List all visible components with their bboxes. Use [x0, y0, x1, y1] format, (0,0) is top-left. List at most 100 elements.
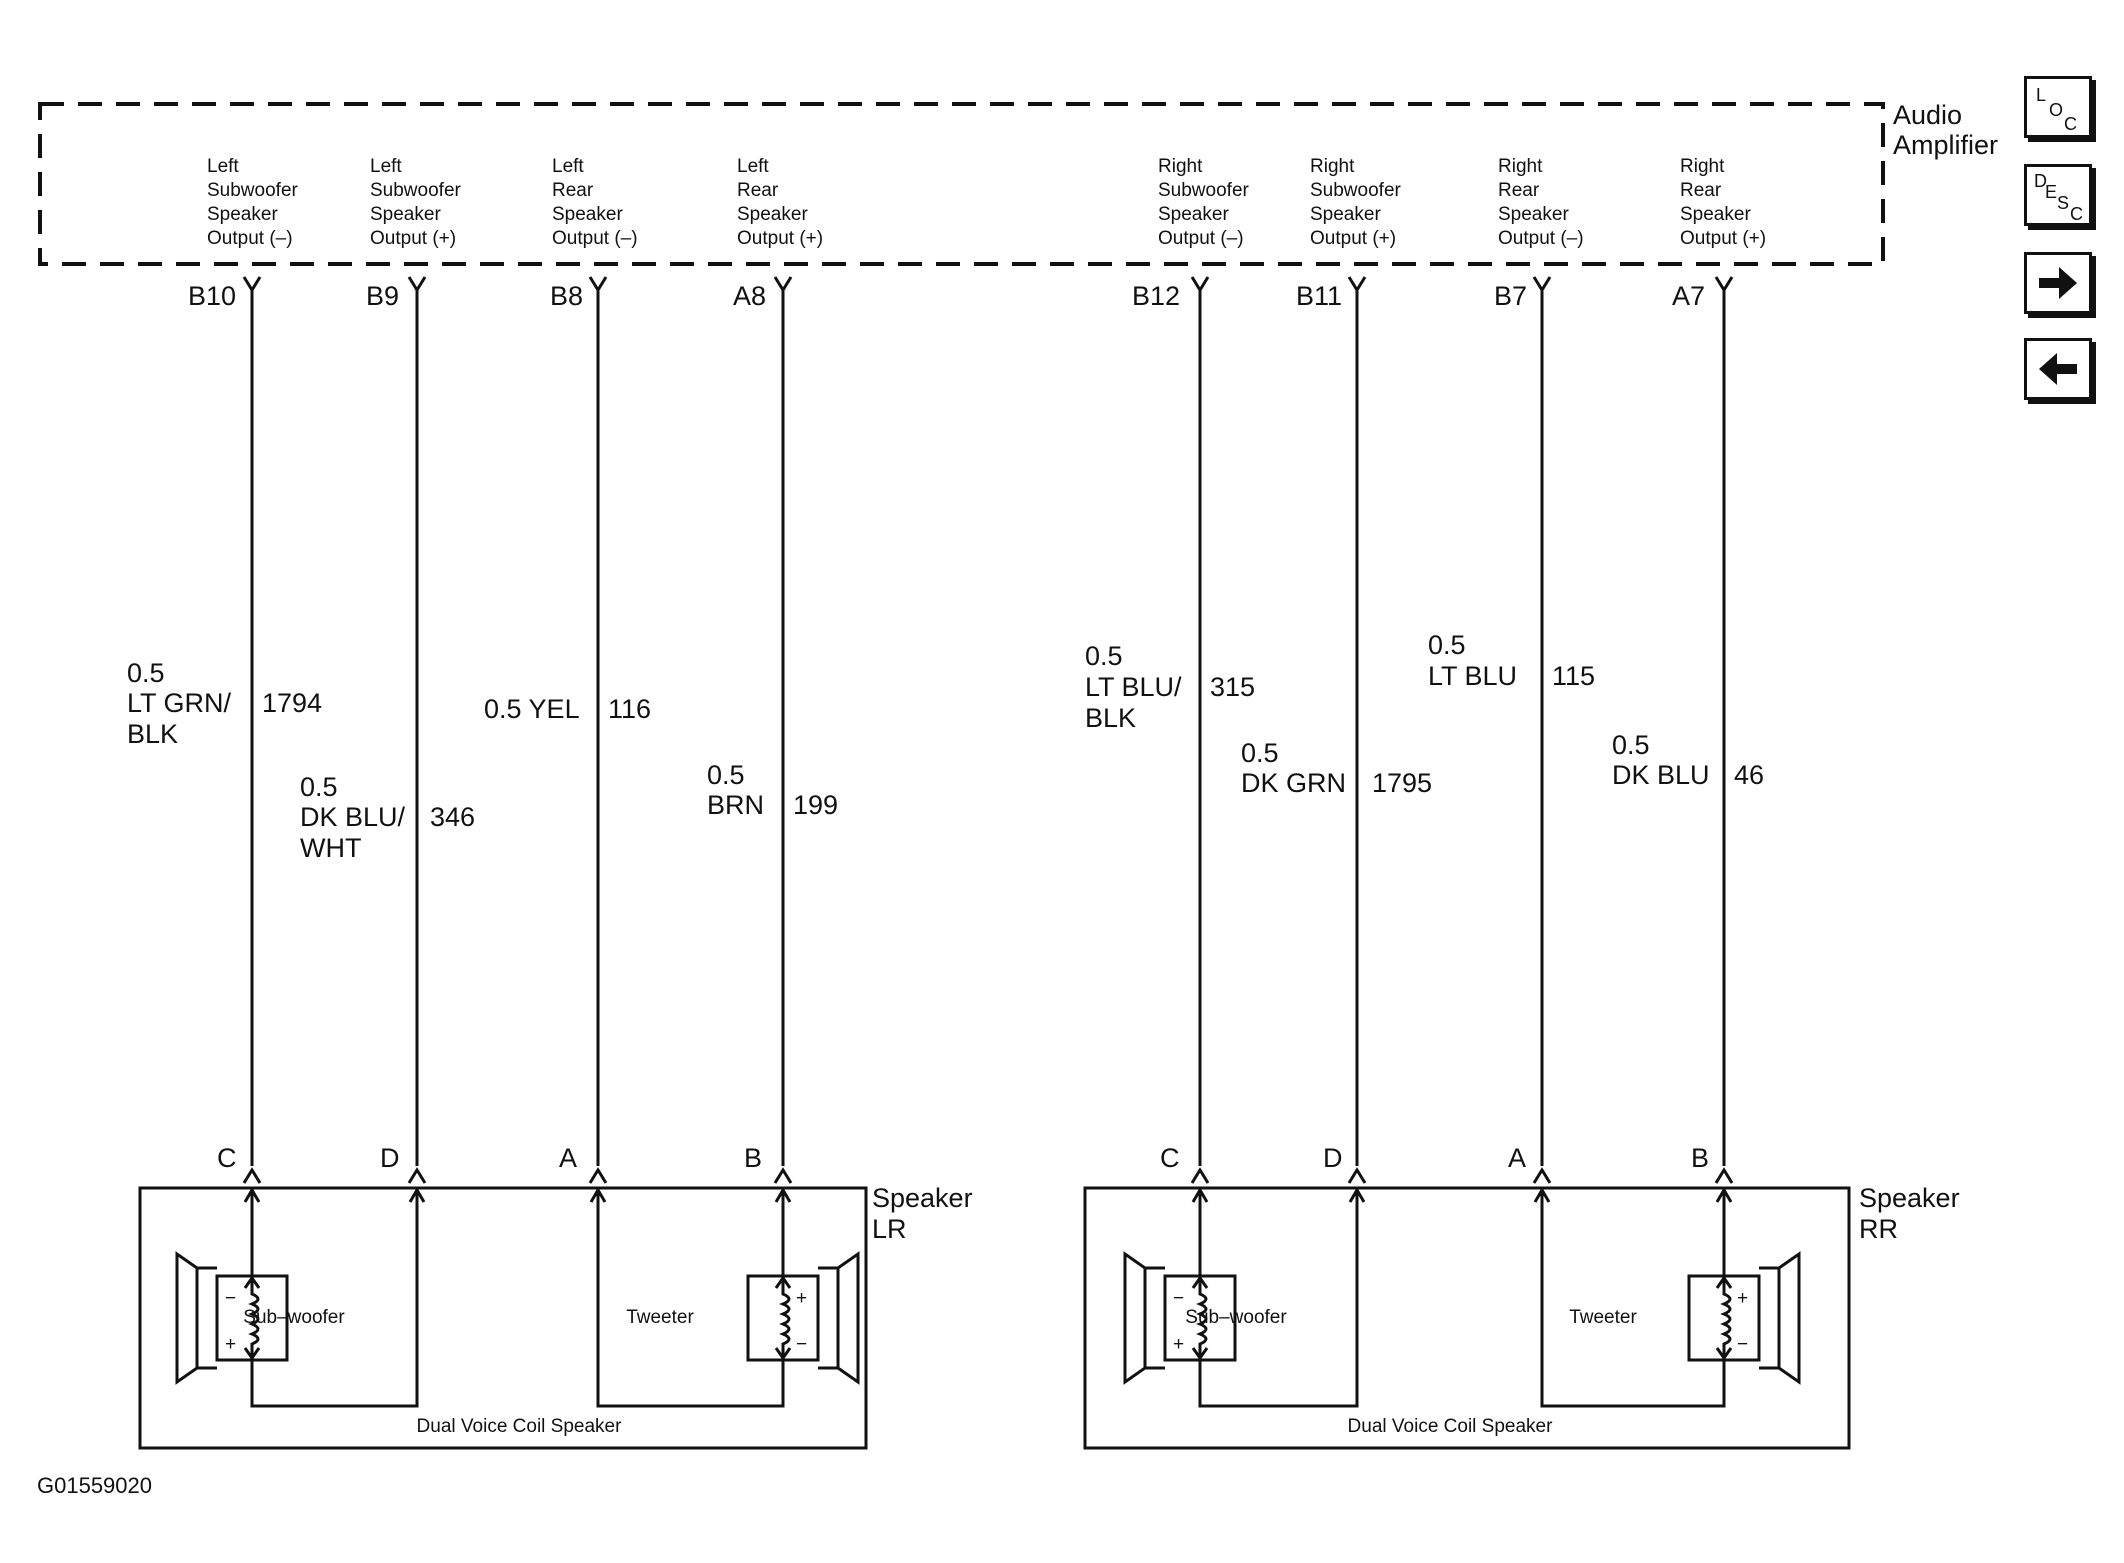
- amplifier-pin-label: B7: [1494, 281, 1527, 311]
- tweeter-label: Tweeter: [1569, 1307, 1637, 1328]
- speaker-cone-icon: [1123, 1251, 1165, 1385]
- connector-terminal: [1190, 1167, 1210, 1184]
- speaker-pin-label: B: [1691, 1143, 1709, 1173]
- tweeter-label: Tweeter: [626, 1307, 694, 1328]
- speaker-cone-icon: [1759, 1251, 1801, 1385]
- arrow-right-icon: [2039, 267, 2077, 299]
- wire-color-label: DK GRN: [1241, 768, 1346, 798]
- speaker-cone-icon: [175, 1251, 217, 1385]
- speaker-location: RR: [1859, 1214, 1898, 1244]
- desc-letter-e: E: [2045, 182, 2058, 202]
- desc-button[interactable]: D E S C: [2024, 164, 2092, 226]
- amplifier-output-label: Left: [737, 156, 769, 177]
- wire-color-label: WHT: [300, 833, 361, 863]
- amplifier-pin-label: B8: [550, 281, 583, 311]
- loc-button[interactable]: L O C: [2024, 76, 2092, 138]
- polarity-mark: −: [1737, 1334, 1748, 1355]
- wire-color-label: LT BLU: [1428, 661, 1517, 691]
- coil-icon: [1720, 1280, 1732, 1356]
- polarity-mark: +: [1737, 1288, 1748, 1309]
- connector-terminal: [1347, 1167, 1367, 1184]
- audio-amplifier: Audio Amplifier: [38, 100, 1998, 266]
- amplifier-output-label: Speaker: [1158, 204, 1229, 225]
- polarity-mark: −: [225, 1288, 236, 1309]
- amplifier-output-label: Output (+): [737, 228, 823, 249]
- subwoofer-label: Sub–woofer: [243, 1307, 345, 1328]
- amplifier-dashed-box: [38, 102, 1885, 266]
- circuit-number: 1795: [1372, 768, 1432, 798]
- wire-color-label: LT GRN/: [127, 688, 232, 718]
- amplifier-output-label: Output (–): [1158, 228, 1244, 249]
- wire-color-label: 0.5: [707, 760, 745, 790]
- internal-wire: [1540, 1188, 1726, 1408]
- desc-letter-c: C: [2070, 204, 2083, 224]
- desc-letter-s: S: [2057, 193, 2070, 213]
- speaker-pin-label: D: [1323, 1143, 1343, 1173]
- arrow-icon: [774, 1187, 792, 1203]
- arrow-icon: [243, 1275, 261, 1289]
- speaker-caption: Dual Voice Coil Speaker: [1348, 1416, 1554, 1437]
- next-page-button[interactable]: [2024, 252, 2092, 314]
- speaker-pin-label: D: [380, 1143, 400, 1173]
- speaker-pin-label: C: [217, 1143, 237, 1173]
- circuit-number: 116: [608, 694, 651, 724]
- amplifier-output-label: Left: [370, 156, 402, 177]
- amplifier-label: Audio: [1893, 100, 1962, 130]
- amplifier-pin-label: A7: [1672, 281, 1705, 311]
- arrow-icon: [408, 1187, 426, 1203]
- arrow-icon: [1715, 1347, 1733, 1361]
- loc-letter-l: L: [2036, 85, 2047, 105]
- amplifier-output-label: Speaker: [1680, 204, 1751, 225]
- internal-wire: [596, 1188, 785, 1408]
- amplifier-output-label: Speaker: [1310, 204, 1381, 225]
- speaker-housing: [1083, 1186, 1851, 1450]
- amplifier-output-label: Left: [552, 156, 584, 177]
- arrow-icon: [1191, 1187, 1209, 1203]
- arrow-icon: [1191, 1275, 1209, 1289]
- speaker-pin-label: A: [559, 1143, 577, 1173]
- arrow-icon: [774, 1347, 792, 1361]
- wire-color-label: BLK: [127, 719, 178, 749]
- arrow-icon: [1191, 1347, 1209, 1361]
- amplifier-output-label: Speaker: [370, 204, 441, 225]
- wire-color-label: LT BLU/: [1085, 672, 1182, 702]
- arrow-icon: [774, 1275, 792, 1289]
- amplifier-output-label: Subwoofer: [1158, 180, 1250, 201]
- subwoofer-label: Sub–woofer: [1185, 1307, 1287, 1328]
- speaker-housing: [138, 1186, 868, 1450]
- circuit-number: 315: [1210, 672, 1255, 702]
- speaker-cone-icon: [818, 1251, 860, 1385]
- wire-color-label: 0.5: [1241, 738, 1279, 768]
- arrow-icon: [589, 1187, 607, 1203]
- connector-terminal: [773, 1167, 793, 1184]
- amplifier-output-label: Output (–): [207, 228, 293, 249]
- desc-letter-d: D: [2034, 171, 2047, 191]
- polarity-mark: +: [225, 1334, 236, 1355]
- speaker-name: Speaker: [872, 1183, 973, 1213]
- amplifier-pin-label: B11: [1296, 281, 1342, 311]
- amplifier-output-label: Output (+): [370, 228, 456, 249]
- speaker-name: Speaker: [1859, 1183, 1960, 1213]
- amplifier-output-label: Rear: [737, 180, 779, 201]
- amplifier-output-label: Output (+): [1310, 228, 1396, 249]
- amplifier-output-label: Output (–): [552, 228, 638, 249]
- amplifier-output-label: Output (–): [1498, 228, 1584, 249]
- wire-color-label: 0.5: [1428, 630, 1466, 660]
- amplifier-label-line2: Amplifier: [1893, 130, 1998, 160]
- polarity-mark: −: [1173, 1288, 1184, 1309]
- connector-terminal: [1532, 1167, 1552, 1184]
- connector-terminal: [588, 1167, 608, 1184]
- amplifier-output-label: Subwoofer: [207, 180, 299, 201]
- speaker-pin-label: C: [1160, 1143, 1180, 1173]
- wire-color-label: BRN: [707, 790, 764, 820]
- previous-page-button[interactable]: [2024, 338, 2092, 400]
